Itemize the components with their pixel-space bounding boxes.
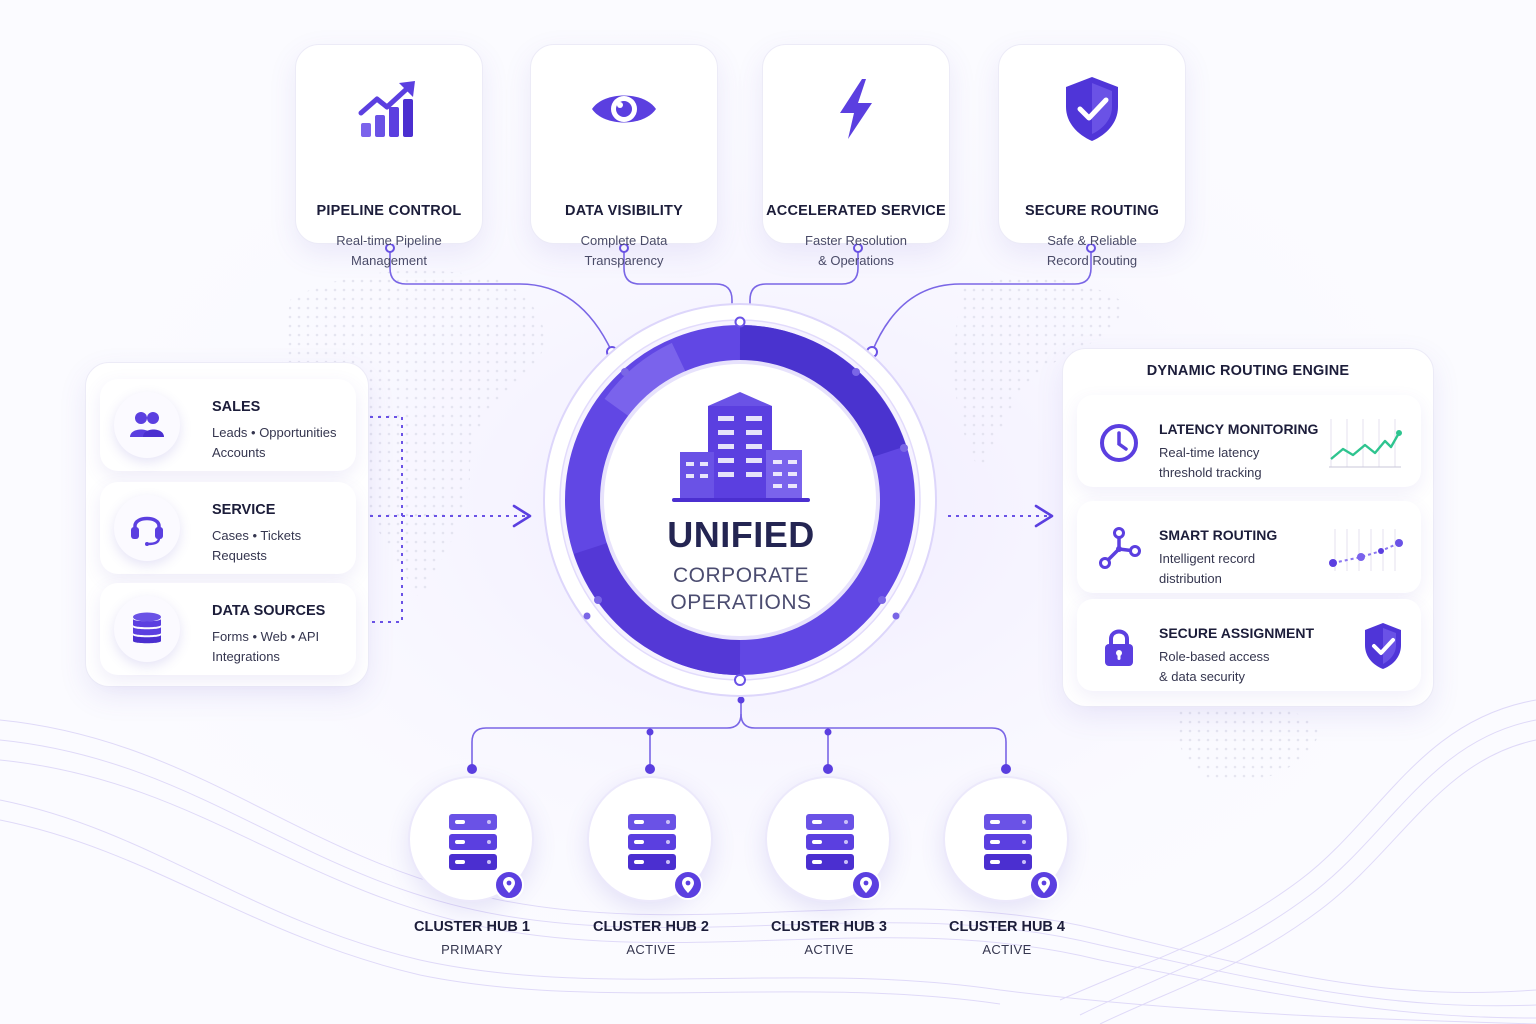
route-subtitle: Role-based access& data security — [1159, 649, 1270, 684]
hub-title: UNIFIED — [667, 514, 815, 555]
server-stack-icon — [449, 814, 497, 870]
cluster-hub-3[interactable]: CLUSTER HUB 3 ACTIVE — [759, 776, 899, 966]
cluster-title: CLUSTER HUB 4 — [948, 919, 1065, 935]
feature-title: SECURE ROUTING — [1024, 203, 1160, 219]
headset-icon — [114, 495, 180, 561]
cluster-status: ACTIVE — [804, 942, 854, 957]
cluster-status: PRIMARY — [441, 942, 503, 957]
feature-title: PIPELINE CONTROL — [316, 203, 462, 219]
source-title: DATA SOURCES — [212, 603, 326, 619]
office-buildings-icon — [672, 392, 810, 502]
cluster-title: CLUSTER HUB 3 — [770, 919, 887, 935]
cluster-title: CLUSTER HUB 2 — [592, 919, 709, 935]
cluster-hub-2[interactable]: CLUSTER HUB 2 ACTIVE — [581, 776, 721, 966]
location-pin-icon — [1029, 870, 1059, 900]
users-icon — [114, 392, 180, 458]
lightning-bolt-icon — [820, 73, 892, 145]
routing-engine-title: DYNAMIC ROUTING ENGINE — [1146, 363, 1350, 379]
location-pin-icon — [851, 870, 881, 900]
cluster-title: CLUSTER HUB 1 — [413, 919, 530, 935]
cluster-hub-4[interactable]: CLUSTER HUB 4 ACTIVE — [937, 776, 1077, 966]
routing-engine-panel: DYNAMIC ROUTING ENGINE LATENCY MONITORIN… — [1062, 348, 1434, 707]
feature-subtitle: Faster Resolution& Operations — [805, 233, 907, 268]
growth-chart-icon — [353, 73, 425, 145]
shield-check-icon — [1325, 619, 1405, 675]
database-icon — [114, 596, 180, 662]
server-stack-icon — [806, 814, 854, 870]
cluster-status: ACTIVE — [982, 942, 1032, 957]
padlock-icon — [1097, 625, 1141, 669]
shield-check-icon — [1056, 73, 1128, 145]
scatter-trend-icon — [1325, 521, 1405, 577]
feature-card-accelerated-service[interactable]: ACCELERATED SERVICE Faster Resolution& O… — [762, 44, 950, 268]
cluster-hub-1[interactable]: CLUSTER HUB 1 PRIMARY — [402, 776, 542, 966]
input-arrow — [370, 416, 526, 623]
unified-hub[interactable] — [540, 300, 940, 700]
route-title: SECURE ASSIGNMENT — [1159, 625, 1315, 641]
eye-icon — [588, 73, 660, 145]
server-stack-icon — [984, 814, 1032, 870]
route-item-secure-assignment[interactable]: SECURE ASSIGNMENT Role-based access& dat… — [1077, 599, 1421, 691]
clock-icon — [1097, 421, 1141, 465]
location-pin-icon — [673, 870, 703, 900]
routing-nodes-icon — [1097, 527, 1141, 571]
wave-lines — [0, 699, 1536, 1024]
source-title: SERVICE — [212, 502, 276, 518]
top-connectors — [389, 248, 1092, 353]
world-map-dots — [278, 270, 1320, 783]
route-title: SMART ROUTING — [1159, 527, 1278, 543]
feature-title: DATA VISIBILITY — [565, 203, 683, 219]
feature-title: ACCELERATED SERVICE — [766, 203, 946, 219]
source-title: SALES — [212, 399, 261, 415]
cluster-status: ACTIVE — [626, 942, 676, 957]
server-stack-icon — [628, 814, 676, 870]
line-chart-icon — [1325, 415, 1405, 471]
route-title: LATENCY MONITORING — [1159, 421, 1319, 437]
location-pin-icon — [494, 870, 524, 900]
